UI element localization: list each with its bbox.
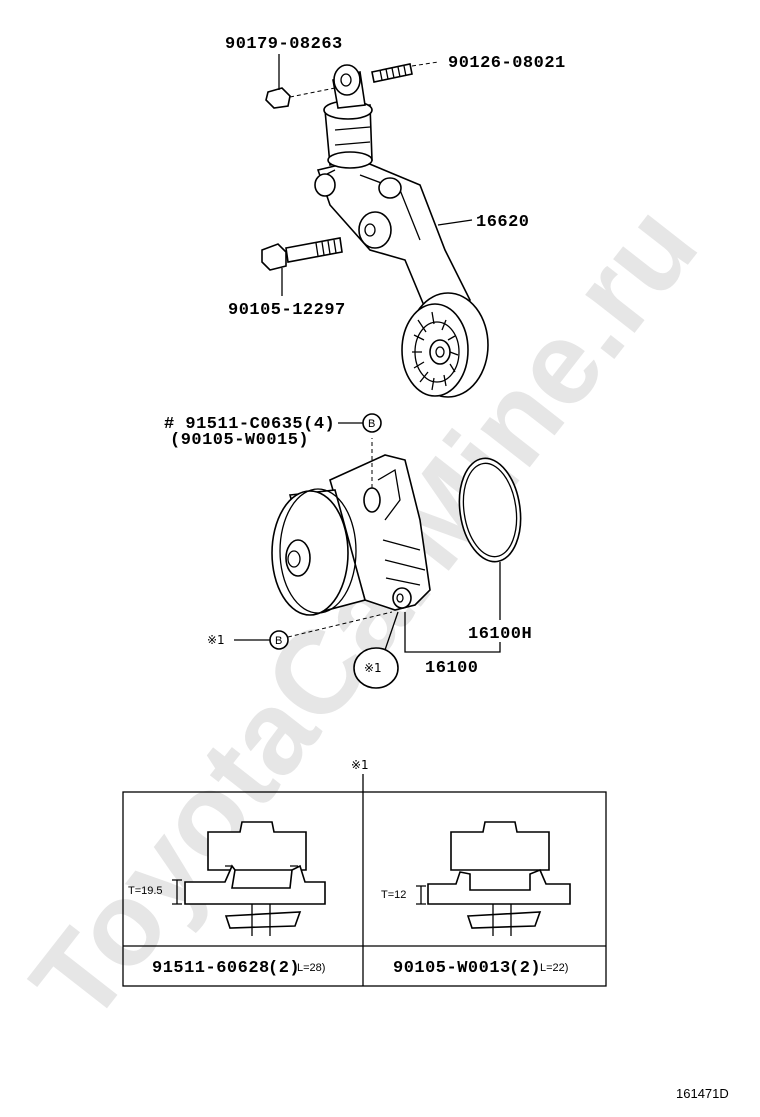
part-number-label: 16100H [468,625,532,644]
ref-b-label: B [275,635,282,647]
nut-icon [265,87,336,109]
tensioner-drawing [314,64,489,398]
callout-90105-12297: 90105-12297 [228,268,346,320]
callout-16100: 16100 [404,612,501,678]
right-part-number: 90105-W0013 [393,959,511,978]
part-number-label: # 91511-C0635(4) [164,415,335,434]
part-number-label: (90105-W0015) [170,431,309,450]
ref-b-circle [362,413,382,433]
right-length: L=22) [540,962,568,974]
note-mark: ※1 [364,661,382,675]
table-header-mark: ※1 [351,758,369,772]
gasket-icon [458,457,522,563]
note-mark: ※1 [207,633,225,647]
ref-b-label: B [368,418,375,430]
part-number-label: 16100 [425,659,479,678]
left-part-number: 91511-60628 [152,959,270,978]
callout-ref-b-lower: ※1 B [207,611,393,650]
left-dimension: T=19.5 [128,885,163,897]
illustration-code: 161471D [676,1086,729,1101]
left-bolt-section-drawing: T=19.5 [128,821,326,936]
part-number-label: 90179-08263 [225,35,343,54]
detail-table: ※1 T=19.5 91511-60628 (2) L=28) T=12 [122,758,607,987]
callout-16100H: 16100H [468,562,532,644]
water-pump-drawing [271,438,431,616]
callout-90179-08263: 90179-08263 [225,35,343,90]
callout-16620: 16620 [437,213,530,232]
callout-91511-C0635: # 91511-C0635(4) (90105-W0015) B [164,413,382,450]
left-qty: (2) [268,959,300,978]
right-qty: (2) [509,959,541,978]
callout-90126-08021: 90126-08021 [448,54,566,73]
right-bolt-spec: 90105-W0013 (2) L=22) [393,959,568,978]
part-number-label: 16620 [476,213,530,232]
part-number-label: 90126-08021 [448,54,566,73]
right-dimension: T=12 [381,889,406,901]
left-bolt-spec: 91511-60628 (2) L=28) [152,959,325,978]
right-bolt-section-drawing: T=12 [381,821,571,936]
ref-b-circle [269,630,289,650]
callout-note-1-ellipse: ※1 [353,611,399,689]
stud-icon [371,61,439,83]
bolt-icon [261,237,343,271]
watermark-text: ToyotaCarMine.ru [6,181,722,1046]
part-number-label: 90105-12297 [228,301,346,320]
left-length: L=28) [297,962,325,974]
watermark: ToyotaCarMine.ru [6,181,722,1046]
